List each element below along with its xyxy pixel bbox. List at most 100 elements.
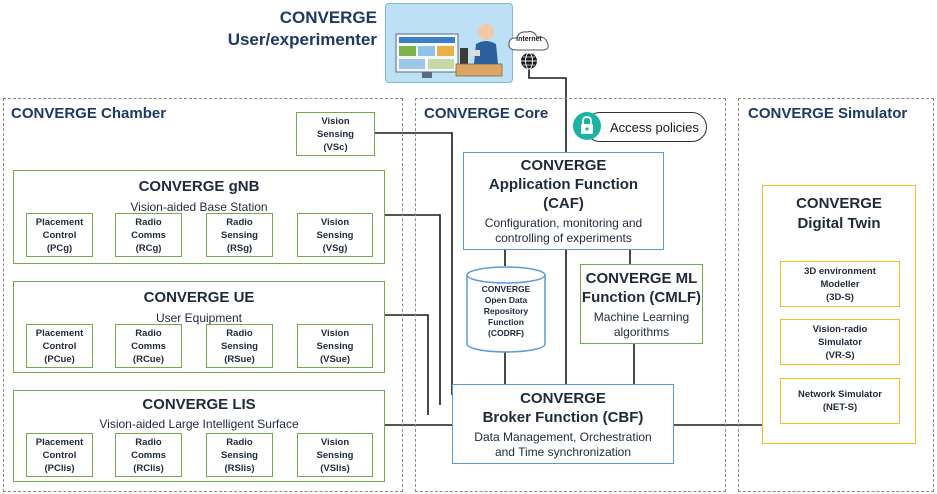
gnb-module-pcg: Placement Control (PCg)	[26, 213, 93, 257]
cbf-line-1: CONVERGE	[520, 389, 606, 407]
cmlf-desc-1: Machine Learning	[593, 309, 690, 324]
vsc-line-2: Sensing	[317, 128, 354, 140]
lis-module-rslis: Radio Sensing (RSlis)	[206, 433, 273, 477]
region-core: CONVERGE Core	[415, 98, 726, 492]
gnb-rcg-l1: Radio	[135, 216, 162, 228]
ue-pcue-l2: Control	[42, 340, 77, 352]
lis-rslis-l2: Sensing	[221, 449, 258, 461]
ue-vsue-l1: Vision	[320, 327, 350, 339]
lis-vslis-l1: Vision	[320, 436, 350, 448]
lis-module-rclis: Radio Comms (RClis)	[115, 433, 182, 477]
lis-module-vslis: Vision Sensing (VSlis)	[297, 433, 373, 477]
vsc-line-1: Vision	[321, 115, 350, 127]
ue-title: CONVERGE UE	[143, 289, 255, 306]
ue-pcue-l3: (PCue)	[44, 353, 75, 365]
ue-module-rsue: Radio Sensing (RSue)	[206, 324, 273, 368]
internet-cloud: internet	[506, 28, 552, 54]
lis-vslis-l2: Sensing	[316, 449, 354, 461]
twin-vrs-l1: Vision-radio	[812, 323, 868, 335]
cbf-desc-2: and Time synchronization	[494, 444, 632, 459]
gnb-vsg-l2: Sensing	[316, 229, 354, 241]
ue-rcue-l3: (RCue)	[132, 353, 165, 365]
cbf-desc-1: Data Management, Orchestration	[474, 429, 652, 444]
twin-vrs-l3: (VR-S)	[825, 349, 855, 361]
codrf-line-3: Repository	[483, 306, 529, 316]
twin-line-2: Digital Twin	[797, 215, 881, 232]
gnb-module-rsg: Radio Sensing (RSg)	[206, 213, 273, 257]
user-illustration	[385, 3, 513, 83]
header-line-1: CONVERGE	[279, 8, 377, 27]
lis-vslis-l3: (VSlis)	[320, 462, 350, 474]
gnb-module-vsg: Vision Sensing (VSg)	[297, 213, 373, 257]
gnb-rcg-l2: Comms	[131, 229, 166, 241]
gnb-vsg-l3: (VSg)	[322, 242, 348, 254]
lis-rclis-l2: Comms	[131, 449, 166, 461]
ue-rsue-l2: Sensing	[221, 340, 258, 352]
digital-twin-block: CONVERGE Digital Twin 3D environment Mod…	[762, 185, 916, 444]
twin-3ds-l3: (3D-S)	[826, 291, 854, 303]
ue-module-pcue: Placement Control (PCue)	[26, 324, 93, 368]
region-chamber: CONVERGE Chamber	[3, 98, 403, 492]
globe-icon	[520, 52, 538, 70]
gnb-pcg-l1: Placement	[35, 216, 84, 228]
gnb-vsg-l1: Vision	[320, 216, 350, 228]
lis-rslis-l3: (RSlis)	[224, 462, 255, 474]
ue-rcue-l1: Radio	[135, 327, 162, 339]
vision-sensing-vsc: Vision Sensing (VSc)	[296, 112, 375, 156]
caf-line-2: Application Function	[488, 176, 639, 193]
twin-3ds-l1: 3D environment	[804, 265, 876, 277]
codrf-line-2: Open Data	[484, 295, 528, 305]
cloud-icon	[508, 31, 549, 51]
header-title: CONVERGE User/experimenter	[225, 7, 377, 51]
caf-desc-1: Configuration, monitoring and	[484, 216, 643, 230]
gnb-module-rcg: Radio Comms (RCg)	[115, 213, 182, 257]
gnb-title: CONVERGE gNB	[138, 178, 260, 195]
ue-block: CONVERGE UE User Equipment Placement Con…	[13, 281, 385, 373]
twin-line-1: CONVERGE	[796, 195, 882, 212]
lis-rslis-l1: Radio	[226, 436, 253, 448]
experimenter-icon	[395, 24, 503, 78]
ue-rsue-l1: Radio	[226, 327, 253, 339]
lis-rclis-l3: (RClis)	[133, 462, 164, 474]
twin-nets-l2: (NET-S)	[822, 402, 858, 413]
vsc-line-3: (VSc)	[323, 141, 348, 153]
codrf-block: CONVERGE Open Data Repository Function (…	[466, 266, 546, 354]
codrf-line-4: Function	[488, 317, 524, 327]
cmlf-line-2: Function (CMLF)	[581, 288, 702, 306]
cmlf-block: CONVERGE ML Function (CMLF) Machine Lear…	[580, 264, 703, 344]
ue-rcue-l2: Comms	[131, 340, 166, 352]
cmlf-line-1: CONVERGE ML	[585, 269, 698, 287]
codrf-text: CONVERGE Open Data Repository Function (…	[466, 284, 546, 339]
twin-module-3d-s: 3D environment Modeller (3D-S)	[780, 261, 900, 307]
lis-title: CONVERGE LIS	[142, 396, 256, 413]
gnb-block: CONVERGE gNB Vision-aided Base Station P…	[13, 170, 385, 264]
lis-rclis-l1: Radio	[135, 436, 162, 448]
ue-pcue-l1: Placement	[35, 327, 84, 339]
cmlf-desc-2: algorithms	[613, 324, 670, 339]
database-cylinder-icon	[466, 266, 546, 353]
region-simulator-title: CONVERGE Simulator	[748, 105, 908, 122]
caf-block: CONVERGE Application Function (CAF) Conf…	[463, 152, 664, 250]
lock-icon	[572, 111, 602, 141]
caf-desc-2: controlling of experiments	[495, 231, 632, 245]
twin-vrs-l2: Simulator	[818, 336, 862, 348]
ue-rsue-l3: (RSue)	[224, 353, 255, 365]
cbf-block: CONVERGE Broker Function (CBF) Data Mana…	[452, 384, 674, 464]
lis-pclis-l3: (PClis)	[44, 462, 75, 474]
lis-subtitle: Vision-aided Large Intelligent Surface	[99, 417, 299, 431]
gnb-rsg-l1: Radio	[226, 216, 253, 228]
region-chamber-title: CONVERGE Chamber	[11, 105, 167, 122]
internet-label: internet	[516, 36, 542, 43]
ue-subtitle: User Equipment	[155, 311, 243, 325]
ue-vsue-l2: Sensing	[316, 340, 354, 352]
gnb-pcg-l2: Control	[42, 229, 77, 241]
twin-module-vr-s: Vision-radio Simulator (VR-S)	[780, 319, 900, 365]
lis-pclis-l1: Placement	[35, 436, 84, 448]
gnb-rsg-l2: Sensing	[221, 229, 258, 241]
twin-3ds-l2: Modeller	[820, 278, 860, 290]
codrf-line-1: CONVERGE	[481, 284, 531, 294]
lis-module-pclis: Placement Control (PClis)	[26, 433, 93, 477]
access-policies-label: Access policies	[610, 120, 699, 135]
lock-icon-svg	[573, 112, 601, 140]
ue-module-vsue: Vision Sensing (VSue)	[297, 324, 373, 368]
